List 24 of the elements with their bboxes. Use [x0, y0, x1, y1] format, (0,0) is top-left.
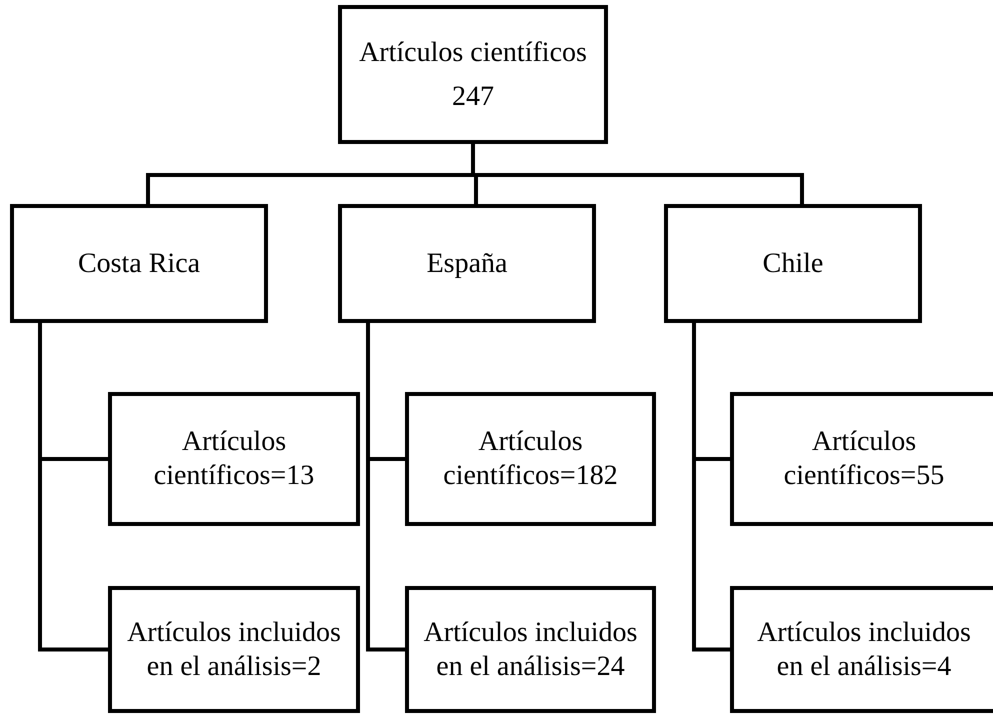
- box-text: 247: [452, 80, 494, 114]
- box-text: Artículos científicos=13: [152, 425, 316, 493]
- text-box: [338, 204, 596, 323]
- box-text: Artículos incluidos en el análisis=4: [756, 616, 972, 684]
- text-box: [664, 204, 922, 323]
- connector-line: [692, 323, 730, 652]
- text-box: [108, 586, 360, 713]
- text-box: [405, 392, 656, 526]
- text-box: [108, 392, 360, 526]
- box-text: Artículos científicos=182: [442, 425, 619, 493]
- text-box: [10, 204, 268, 323]
- box-text: Artículos científicos=55: [782, 425, 946, 493]
- text-box: [405, 586, 656, 713]
- box-text: Costa Rica: [78, 246, 200, 280]
- box-text: España: [426, 246, 508, 280]
- connector-line: [38, 323, 108, 652]
- text-box: [730, 392, 993, 526]
- box-text: Artículos incluidos en el análisis=24: [422, 616, 638, 684]
- box-text: Chile: [762, 246, 824, 280]
- box-text: Artículos científicos: [359, 36, 587, 70]
- text-box: [730, 586, 993, 713]
- text-box: [338, 5, 608, 144]
- connector-line: [366, 323, 405, 652]
- box-text: Artículos incluidos en el análisis=2: [126, 616, 342, 684]
